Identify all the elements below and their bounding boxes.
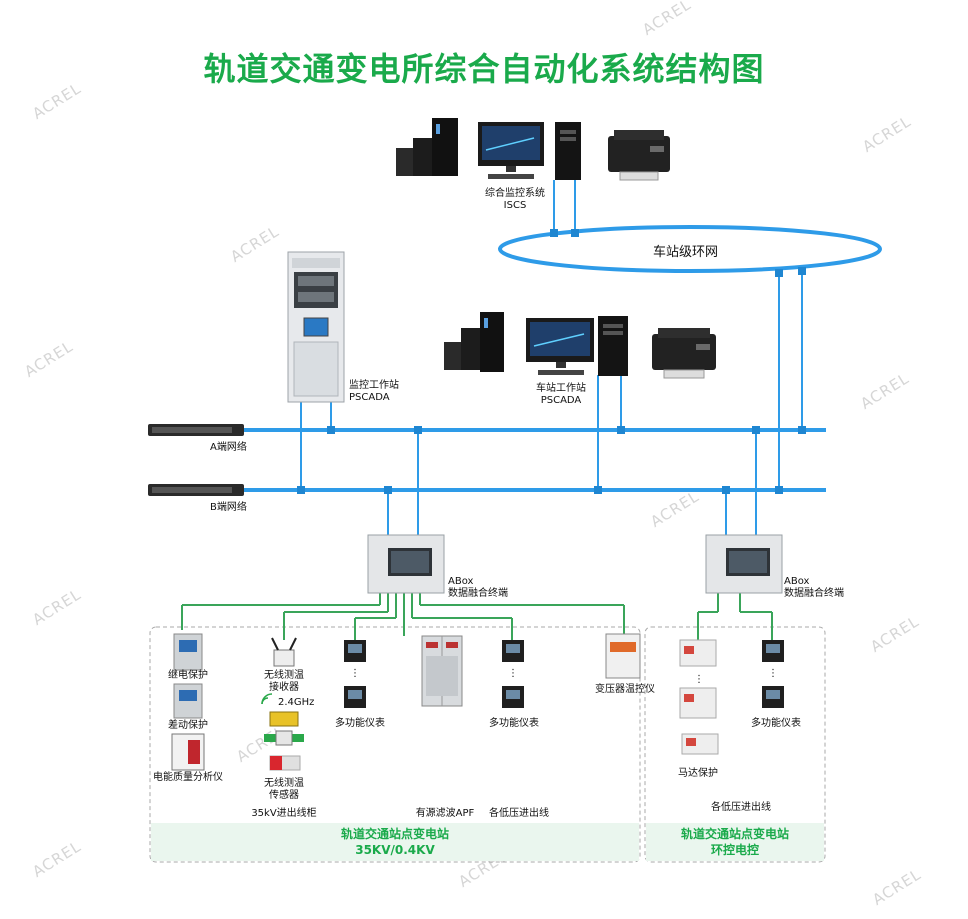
multifunction-meter-label: 多功能仪表 [335, 718, 385, 729]
transformer-temp-controller-label: 变压器温控仪 [595, 684, 655, 695]
zone-environment-control [644, 626, 826, 863]
relay-protection-icon [173, 633, 203, 671]
abox-terminal-icon [367, 534, 445, 594]
printer-icon [608, 130, 670, 181]
wireless-sensor-label: 无线测温传感器 [264, 778, 304, 801]
wireless-sensor-icon [264, 711, 304, 771]
network-links [300, 180, 803, 535]
power-quality-analyzer-icon [171, 733, 205, 771]
multifunction-meter-icon [344, 640, 366, 708]
relay-protection-label: 继电保护 [168, 670, 208, 681]
field-links [181, 593, 773, 640]
frequency-label: 2.4GHz [278, 697, 315, 708]
feeder-35kv-label: 35kV进出线柜 [251, 808, 317, 819]
transformer-temp-controller-icon [605, 633, 641, 679]
multifunction-meter-label: 多功能仪表 [751, 718, 801, 729]
monitor-icon [478, 122, 544, 179]
network-a-label: A端网络 [210, 442, 247, 453]
ups-icon [396, 118, 458, 176]
network-switch-b-icon [148, 484, 244, 496]
ring-network-label: 车站级环网 [653, 245, 719, 260]
ellipsis-dots: ⋮ [694, 674, 704, 685]
differential-protection-label: 差动保护 [168, 720, 208, 731]
zone-env-label: 轨道交通站点变电站环控电控 [680, 827, 789, 857]
differential-protection-icon [173, 683, 203, 719]
monitoring-cabinet-icon [287, 251, 345, 403]
feeder-apf-label: 有源滤波APF [415, 808, 475, 819]
wireless-receiver-icon [271, 637, 297, 667]
station-ring-network [498, 225, 882, 273]
junction-nodes [297, 229, 806, 494]
motor-protection-icon [681, 733, 719, 755]
motor-protection-device-icon [679, 639, 717, 719]
network-switch-a-icon [148, 424, 244, 436]
network-b-label: B端网络 [210, 502, 247, 513]
feeder-lv-label: 各低压进出线 [489, 808, 549, 819]
ellipsis-dots: ⋮ [768, 668, 778, 679]
abox-terminal-icon [705, 534, 783, 594]
multifunction-meter-icon [762, 640, 784, 708]
power-quality-label: 电能质量分析仪 [153, 772, 223, 783]
ellipsis-dots: ⋮ [350, 668, 360, 679]
feeder-lv-label: 各低压进出线 [711, 802, 771, 813]
multifunction-meter-icon [502, 640, 524, 708]
ups-icon [444, 312, 504, 372]
wifi-icon [261, 693, 273, 705]
monitor-icon [526, 318, 594, 375]
multifunction-meter-label: 多功能仪表 [489, 718, 539, 729]
page-title: 轨道交通变电所综合自动化系统结构图 [203, 50, 765, 88]
apf-cabinet-icon [421, 635, 463, 707]
printer-icon [652, 328, 716, 379]
computer-tower-icon [555, 122, 581, 180]
ellipsis-dots: ⋮ [508, 668, 518, 679]
computer-tower-icon [598, 316, 628, 376]
motor-protection-label: 马达保护 [678, 768, 718, 779]
wireless-receiver-label: 无线测温接收器 [264, 670, 304, 693]
zone-main-substation [149, 626, 641, 863]
